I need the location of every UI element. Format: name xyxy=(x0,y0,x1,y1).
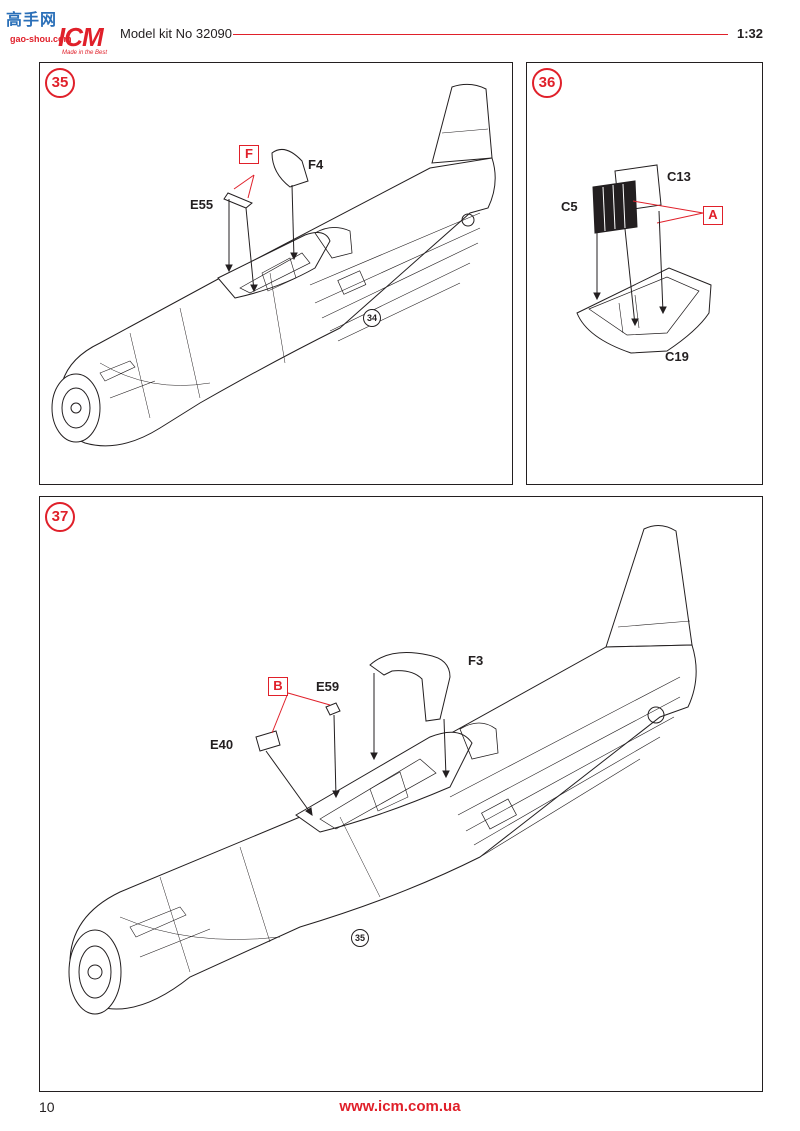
previous-step-reference: 35 xyxy=(351,929,369,947)
kit-title: Model kit No 32090 xyxy=(120,26,233,41)
fuselage-cockpit-drawing xyxy=(51,83,496,447)
watermark-text: 高手网 xyxy=(6,12,58,29)
footer-website-link[interactable]: www.icm.com.ua xyxy=(339,1098,461,1115)
part-label-c13: C13 xyxy=(667,169,691,184)
part-label-c5: C5 xyxy=(561,199,578,214)
step-number-badge: 37 xyxy=(45,502,75,532)
page-number: 10 xyxy=(39,1099,55,1115)
step-number-badge: 35 xyxy=(45,68,75,98)
sprue-letter-box: B xyxy=(268,677,288,696)
step-37-panel: 37 F3 E59 E40 B 35 xyxy=(39,496,763,1092)
sprue-letter-box: F xyxy=(239,145,259,164)
previous-step-reference: 34 xyxy=(363,309,381,327)
part-label-e59: E59 xyxy=(316,679,340,694)
part-label-e55: E55 xyxy=(190,197,214,212)
watermark-site: gao-shou.com xyxy=(10,34,72,44)
part-label-f3: F3 xyxy=(468,653,484,668)
icm-logo: 高手网 ICM gao-shou.com Made in the Best xyxy=(6,6,112,60)
part-label-f4: F4 xyxy=(308,157,324,172)
part-label-e40: E40 xyxy=(210,737,234,752)
kit-scale: 1:32 xyxy=(737,26,764,41)
step-36-panel: 36 C13 C5 C19 A xyxy=(526,62,763,485)
step-35-panel: 35 F F4 E55 34 xyxy=(39,62,513,485)
page-header: 高手网 ICM gao-shou.com Made in the Best Mo… xyxy=(0,0,800,60)
brand-logo-text: ICM xyxy=(58,22,104,52)
sprue-letter-box: A xyxy=(703,206,723,225)
part-label-c19: C19 xyxy=(665,349,689,364)
fuselage-canopy-drawing xyxy=(68,525,697,1015)
seat-assembly-drawing xyxy=(576,164,712,354)
header-divider xyxy=(233,34,728,35)
step-number-badge: 36 xyxy=(532,68,562,98)
brand-tagline: Made in the Best xyxy=(62,50,108,56)
